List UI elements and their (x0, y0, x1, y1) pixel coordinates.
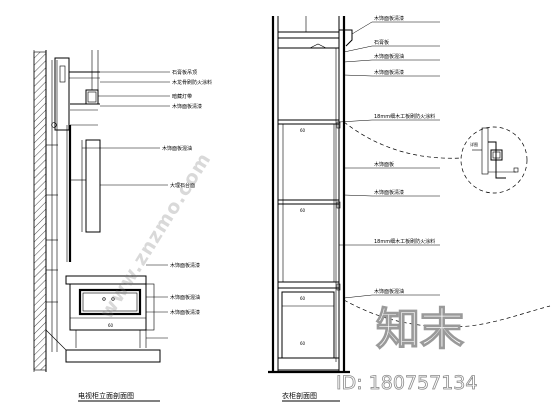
drawing-caption-left: 电视柜立面剖面图 (78, 391, 134, 400)
shelf-mark: 60 (300, 296, 306, 301)
wardrobe-top (277, 37, 340, 49)
drawing-caption-right: 衣柜剖面图 (282, 391, 317, 400)
detail-label: 详图 (470, 141, 478, 147)
wardrobe-section-drawing: 60 60 60 60 木饰面板 (268, 15, 440, 402)
floor-hatch (65, 349, 161, 363)
callout-text: 木饰面板混油 (170, 294, 200, 301)
callout-text: 暗藏灯带 (172, 93, 192, 100)
wardrobe-shelves: 60 60 60 60 (277, 119, 340, 346)
shelf-mark: 60 (300, 128, 306, 133)
watermark-layer: www.znzmo.com 知末 ID: 180757134 (96, 149, 478, 395)
wall-hatch (33, 51, 47, 371)
detail-callout: 详图 (343, 121, 551, 328)
callout-text: 18mm细木工板刷防火涂料 (374, 238, 435, 245)
watermark-brand: 知末 (376, 304, 464, 355)
callout-text: 木饰面板混油 (374, 288, 404, 295)
callout-text: 木饰面板清漆 (170, 262, 200, 269)
wall-tick-marks (46, 144, 58, 303)
callout-text: 木龙骨刷防火涂料 (172, 79, 212, 86)
callout-text: 木饰面板清漆 (374, 189, 404, 196)
right-callout-labels: 木饰面板清漆 石膏板 木饰面板混油 木饰面板清漆 18mm细木工板刷防火涂料 木… (374, 15, 435, 295)
low-cabinet: 60 (65, 275, 155, 348)
shelf-mark: 60 (300, 341, 306, 346)
detail-circle (460, 126, 528, 194)
callout-text: 木饰面板清漆 (374, 15, 404, 22)
wardrobe-base (277, 357, 340, 371)
tv-panel (85, 139, 101, 233)
callout-text: 木饰面板 (374, 161, 394, 168)
wardrobe-drawer (281, 291, 335, 359)
callout-text: 石膏板 (374, 39, 389, 46)
right-leader-lines (338, 21, 440, 299)
shelf-mark: 60 (300, 208, 306, 213)
dimension-text: 60 (108, 323, 114, 328)
callout-text: 18mm细木工板刷防火涂料 (374, 113, 435, 120)
callout-text: 木饰面板混油 (162, 145, 192, 152)
ceiling-box (54, 57, 70, 131)
callout-text: 木饰面板清漆 (170, 309, 200, 316)
watermark-id: ID: 180757134 (336, 372, 477, 394)
callout-text: 大理石台面 (170, 182, 195, 189)
left-leader-lines (82, 71, 170, 339)
left-callout-labels: 石膏板吊顶 木龙骨刷防火涂料 暗藏灯带 木饰面板清漆 木饰面板混油 大理石台面 … (162, 69, 212, 316)
callout-text: 木饰面板混油 (374, 53, 404, 60)
callout-text: 木饰面板清漆 (374, 69, 404, 76)
hinge-marks (336, 121, 341, 291)
callout-text: 木饰面板清漆 (172, 103, 202, 110)
callout-text: 石膏板吊顶 (172, 69, 197, 76)
tv-cabinet-section-drawing: 60 石膏板吊顶 木龙骨刷防火涂料 暗藏灯带 木饰面板清漆 木饰面板混油 大 (33, 50, 212, 402)
